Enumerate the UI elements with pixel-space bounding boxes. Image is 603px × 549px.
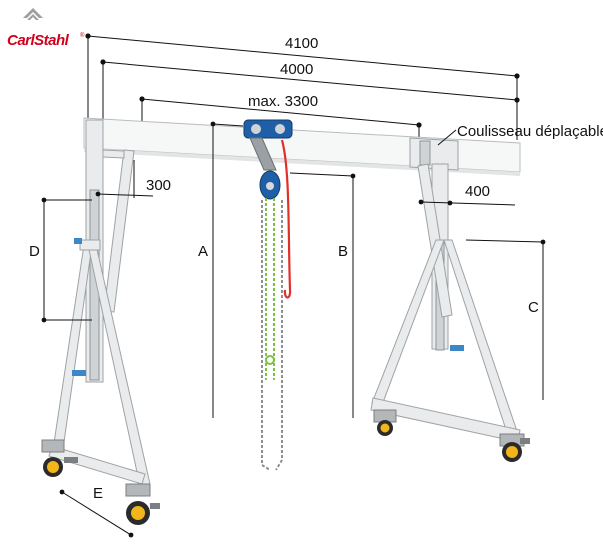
dimension-B: B xyxy=(289,172,356,418)
left-front-wheel xyxy=(41,439,78,477)
right-rear-wheel xyxy=(373,409,397,436)
brand-logo: CarlStahl ® xyxy=(7,8,85,49)
dimension-E: E xyxy=(59,485,134,538)
dimension-total-width-label: 4100 xyxy=(285,35,318,52)
dimension-overhang-label: 300 xyxy=(146,177,171,194)
left-pin-knob xyxy=(74,238,82,244)
right-leg-frame xyxy=(370,137,521,443)
label-A: A xyxy=(198,243,208,260)
sliding-bracket-label: Coulisseau déplaçable xyxy=(457,123,603,140)
dimension-trolley-offset-label: 400 xyxy=(465,183,490,200)
chain-hoist xyxy=(243,119,293,471)
dimension-A: A xyxy=(198,121,244,418)
label-D: D xyxy=(29,243,40,260)
dimension-D: D xyxy=(29,197,92,323)
logo-registered: ® xyxy=(80,32,85,39)
right-front-wheel xyxy=(499,433,530,462)
logo-symbol-icon xyxy=(23,8,43,20)
dimension-total-width: 4100 xyxy=(85,33,520,140)
dimension-C: C xyxy=(465,239,546,400)
label-B: B xyxy=(338,243,348,260)
dimension-overhang-left: 300 xyxy=(95,160,171,198)
sliding-bracket-callout: Coulisseau déplaçable xyxy=(437,123,603,146)
label-E: E xyxy=(93,485,103,502)
dimension-beam-length: 4000 xyxy=(100,59,520,122)
label-C: C xyxy=(528,299,539,316)
dimension-trolley-offset: 400 xyxy=(418,183,516,206)
dimension-max-travel-label: max. 3300 xyxy=(248,93,318,110)
dimension-beam-length-label: 4000 xyxy=(280,61,313,78)
left-rear-wheel xyxy=(125,483,160,525)
dimension-max-travel: max. 3300 xyxy=(139,93,422,140)
left-leg-frame xyxy=(48,119,151,487)
logo-text: CarlStahl xyxy=(7,32,70,49)
